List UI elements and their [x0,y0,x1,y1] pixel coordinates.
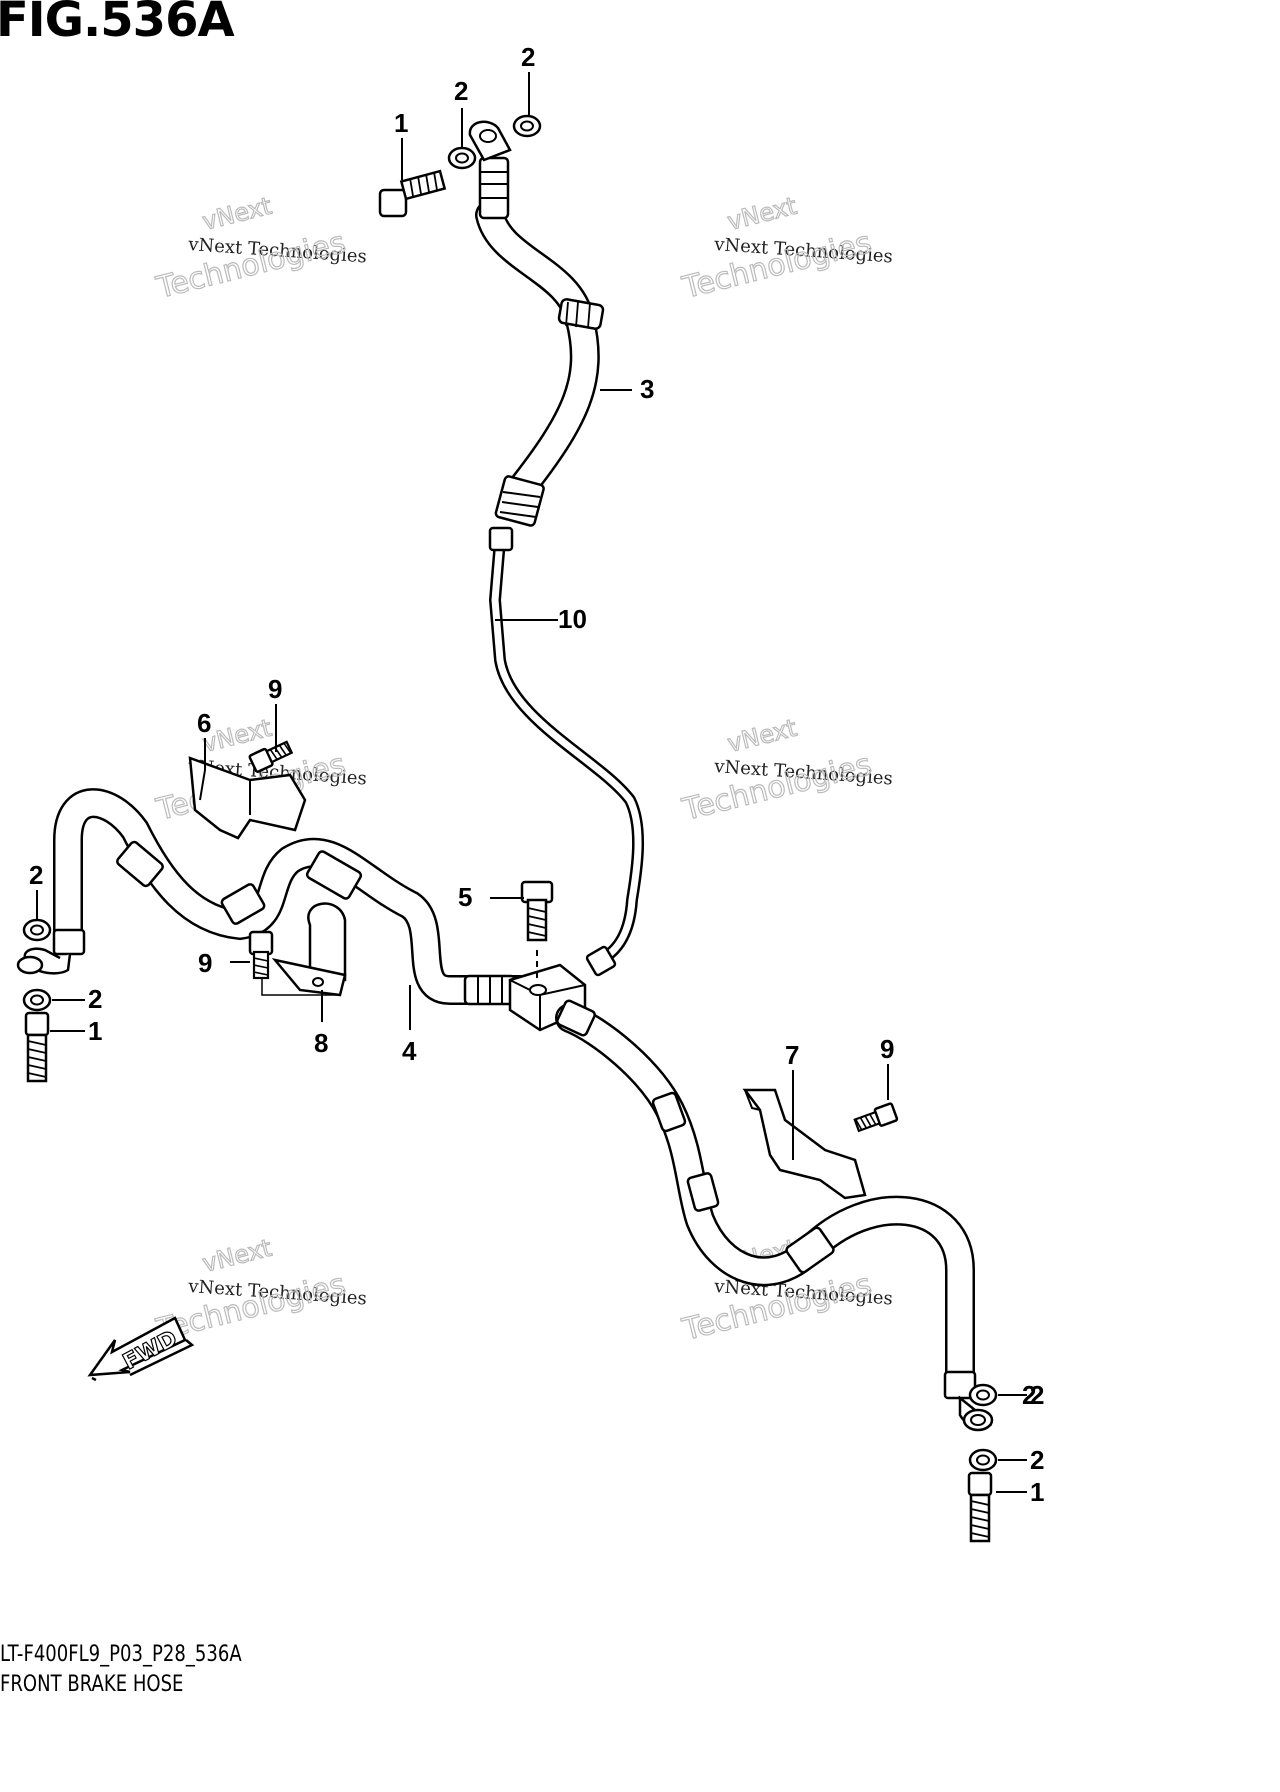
upper-hose-fitting [478,156,510,220]
clamp-bracket-7 [742,1088,867,1200]
callout-8: 8 [314,1028,328,1058]
callout-2-right-a: 2 [1030,1380,1044,1410]
watermark-line3: Technologies [678,225,874,306]
callout-2-top-left: 2 [454,76,468,106]
right-hose-collar [651,1091,687,1133]
watermark-line1: vNext [200,1234,275,1278]
watermark-top-left: vNext vNext Technologies Technologies [152,191,368,307]
upper-hose-collar [557,298,605,330]
washer-top-left [447,146,477,170]
left-hose-collar [305,850,363,900]
left-hose-collar [116,840,164,888]
callout-5: 5 [458,882,472,912]
leader-lines [36,72,1027,1493]
banjo-bolt-left [24,1011,50,1083]
callout-1-right: 1 [1030,1477,1044,1507]
washer-right-lower [968,1448,998,1472]
callout-2-left-lower: 2 [88,984,102,1014]
left-hose-collar [220,883,266,925]
clamp-8 [271,902,347,997]
callout-2-top-right: 2 [521,42,535,72]
figure-name: FRONT BRAKE HOSE [0,1672,184,1697]
callout-1-top: 1 [394,108,408,138]
right-brake-hose [555,999,994,1432]
figure-title: FIG.536A [0,0,235,48]
upper-brake-hose [468,120,605,527]
callout-2-left-upper: 2 [29,860,43,890]
callout-1-left: 1 [88,1016,102,1046]
watermark-bottom-left: vNext vNext Technologies Technologies [152,1233,368,1349]
bolt-9-clamp [248,930,340,996]
fwd-arrow: FWD [87,1316,195,1382]
callout-6: 6 [197,708,211,738]
washer-left-upper [22,918,52,942]
left-hose-lower-fitting [52,928,86,956]
washer-left-lower [22,988,52,1012]
watermark-line3: Technologies [678,747,874,828]
washer-right-upper [968,1383,998,1407]
banjo-bolt-right [967,1471,993,1543]
clamp-bracket-6 [188,756,307,840]
callout-9-right: 9 [880,1034,894,1064]
right-hose-collar [785,1226,835,1274]
callout-2-right-lower: 2 [1030,1445,1044,1475]
joint-bolt-5 [520,880,554,942]
callout-9-clamp: 9 [198,948,212,978]
watermark-mid-right: vNext vNext Technologies Technologies [678,713,894,829]
callout-3: 3 [640,374,654,404]
callout-10: 10 [558,604,587,634]
callout-4: 4 [402,1036,417,1066]
right-hose-collar [686,1172,720,1212]
watermark-line1: vNext [725,192,800,236]
left-brake-hose [16,788,535,1006]
brake-pipe [488,526,644,977]
watermark-top-right: vNext vNext Technologies Technologies [678,191,894,307]
watermark-line3: Technologies [152,225,348,306]
pipe-flare-nut-bottom [585,945,617,977]
pipe-flare-nut-top [488,526,514,552]
watermark-line1: vNext [725,714,800,758]
callout-9-top: 9 [268,674,282,704]
bolt-9-right [852,1101,899,1135]
banjo-bolt-top [378,169,447,218]
callout-7: 7 [785,1040,799,1070]
figure-code: LT-F400FL9_P03_P28_536A [0,1642,242,1667]
watermark-line1: vNext [200,192,275,236]
washer-top-right [512,114,542,138]
lower-hose-fitting [494,475,545,527]
right-hose-joint-fitting [556,999,596,1037]
callout-2-right-upper: 2 [1022,1380,1036,1410]
